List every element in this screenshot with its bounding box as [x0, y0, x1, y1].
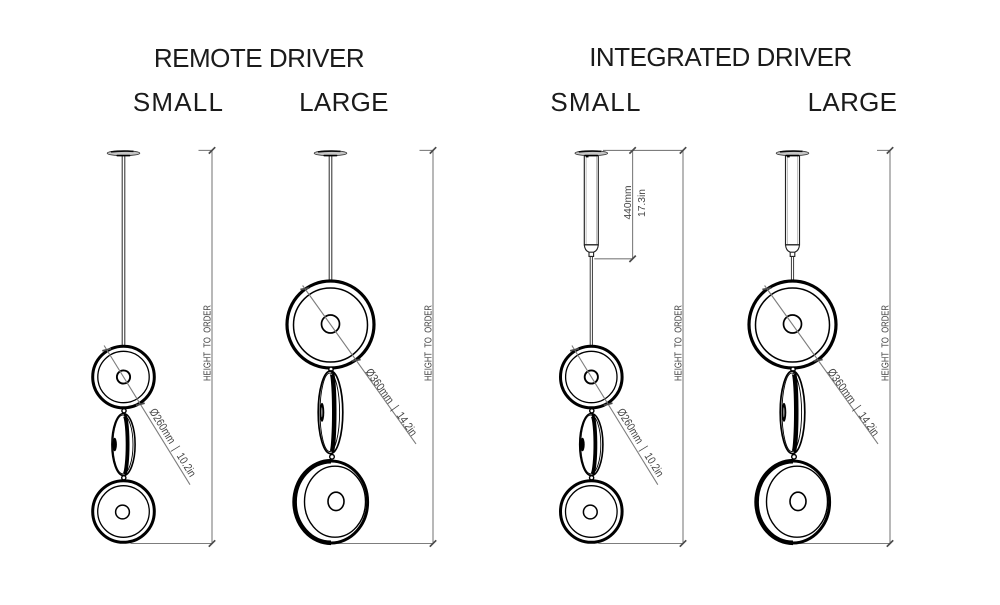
svg-text:LARGE: LARGE	[299, 87, 389, 117]
svg-text:HEIGHT TO ORDER: HEIGHT TO ORDER	[880, 305, 892, 381]
svg-text:17.3in: 17.3in	[636, 189, 648, 217]
svg-text:HEIGHT TO ORDER: HEIGHT TO ORDER	[423, 305, 435, 381]
svg-text:REMOTE DRIVER: REMOTE DRIVER	[154, 43, 364, 73]
svg-text:LARGE: LARGE	[808, 87, 898, 117]
svg-text:SMALL: SMALL	[133, 87, 224, 117]
svg-text:INTEGRATED DRIVER: INTEGRATED DRIVER	[589, 42, 852, 72]
svg-text:SMALL: SMALL	[550, 87, 641, 117]
svg-text:440mm: 440mm	[622, 185, 634, 219]
svg-text:HEIGHT TO ORDER: HEIGHT TO ORDER	[673, 305, 685, 381]
svg-text:HEIGHT TO ORDER: HEIGHT TO ORDER	[202, 305, 214, 381]
